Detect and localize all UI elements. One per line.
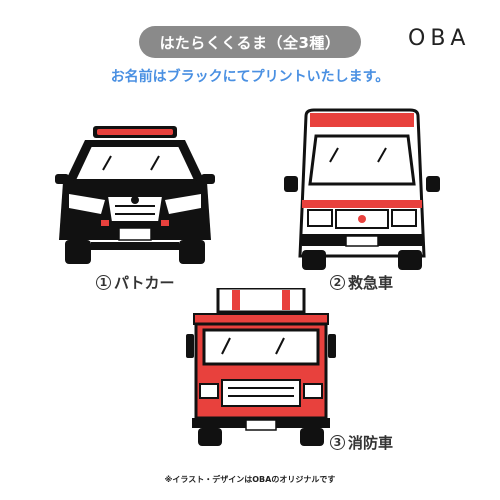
subtitle: お名前はブラックにてプリントいたします。: [110, 69, 390, 85]
caption-number: 3: [330, 435, 345, 450]
caption-number: 1: [96, 275, 111, 290]
caption-ambulance: 2 救急車: [330, 272, 393, 293]
caption-number: 2: [330, 275, 345, 290]
page-title: はたらくくるま（全3種）: [159, 33, 341, 52]
caption-label: 消防車: [348, 434, 394, 452]
caption-label: パトカー: [114, 274, 175, 292]
ambulance-icon: [282, 106, 442, 272]
fire-truck-icon: [186, 286, 336, 446]
brand-logo: OBA: [408, 26, 471, 51]
caption-label: 救急車: [348, 274, 394, 292]
caption-police-car: 1 パトカー: [96, 272, 174, 293]
footnote: ※イラスト・デザインはOBAのオリジナルです: [164, 475, 336, 484]
caption-fire-truck: 3 消防車: [330, 432, 393, 453]
police-car-icon: [55, 122, 215, 272]
title-pill: はたらくくるま（全3種）: [139, 26, 361, 58]
